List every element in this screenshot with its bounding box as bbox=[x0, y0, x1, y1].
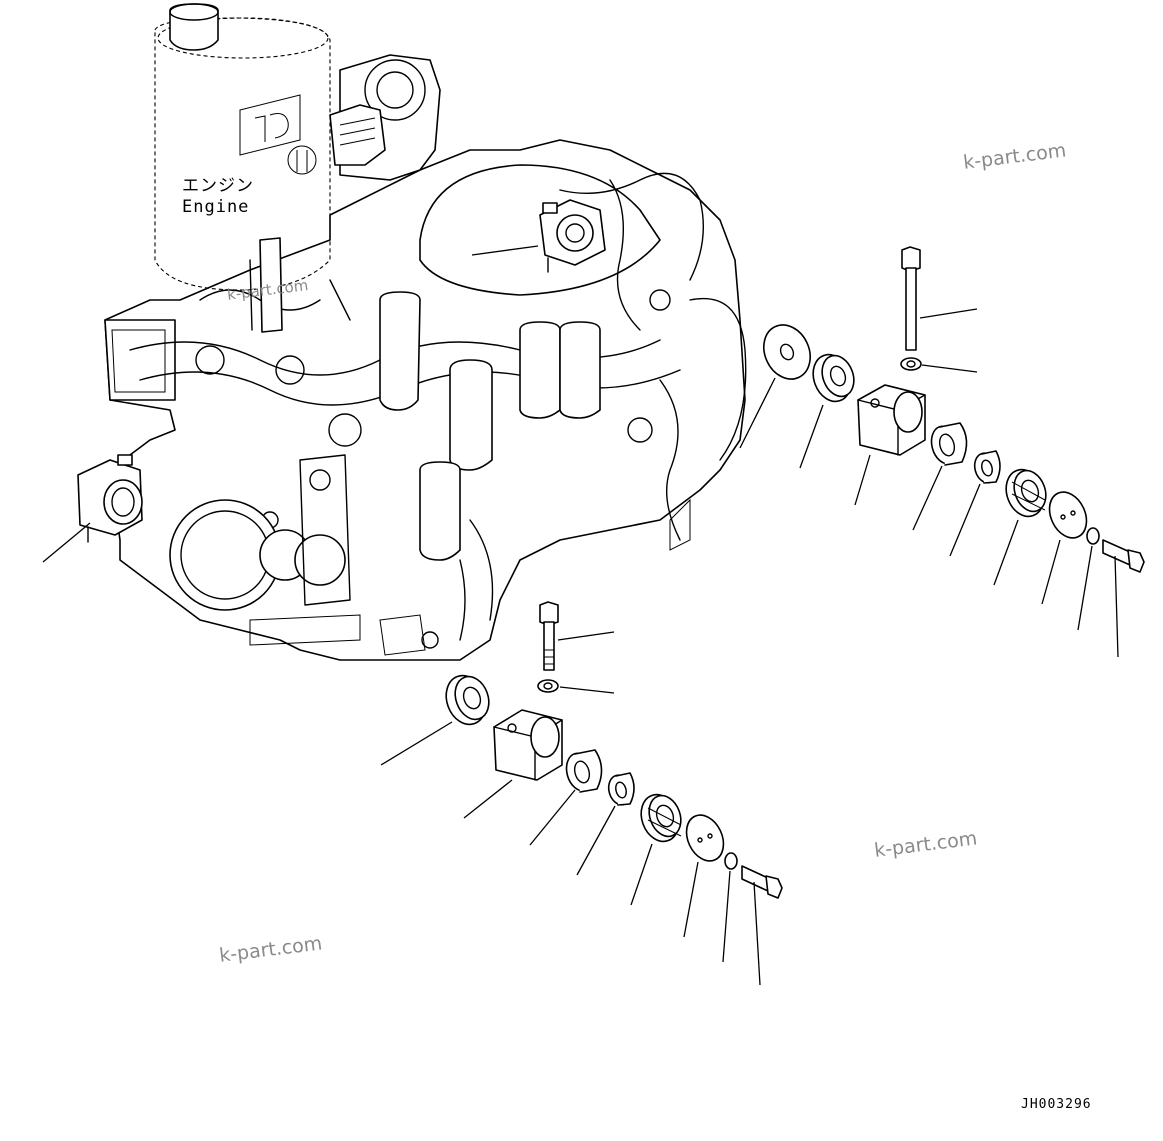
collar-rear-1 bbox=[930, 422, 968, 466]
engine-label-jp: エンジン bbox=[182, 176, 254, 196]
leader-front-mount bbox=[42, 522, 91, 563]
rear-mount-exploded-parts bbox=[739, 246, 1145, 658]
plate-front-lower bbox=[685, 814, 725, 862]
collar-front-2 bbox=[607, 772, 635, 806]
leader-rear-plate-lower bbox=[1041, 539, 1061, 605]
leader-rear-bolt-horizontal bbox=[1114, 555, 1119, 658]
leader-rear-washer-lower bbox=[1077, 545, 1093, 631]
washer-front-small bbox=[537, 679, 559, 693]
collar-rear-2 bbox=[973, 450, 1001, 484]
leader-top-mount bbox=[471, 245, 539, 256]
bolt-rear-horizontal bbox=[1102, 539, 1145, 573]
engine-label-en: Engine bbox=[182, 197, 250, 217]
leader-front-bolt bbox=[557, 631, 615, 641]
leader-rear-bolt bbox=[919, 308, 978, 319]
crank-pulley bbox=[169, 454, 351, 611]
cushion-rear-upper bbox=[812, 353, 855, 403]
leader-rear-washer bbox=[921, 364, 978, 373]
bolt-front-horizontal bbox=[741, 865, 783, 899]
leader-front-collar2 bbox=[576, 805, 616, 876]
bracket-front bbox=[493, 709, 563, 781]
top-mount-bracket bbox=[539, 199, 606, 273]
leader-rear-collar2 bbox=[949, 483, 981, 557]
filter-cylinders bbox=[259, 237, 601, 561]
plate-rear-lower bbox=[1048, 491, 1088, 539]
leader-front-washer-lower bbox=[722, 870, 731, 963]
front-left-mount bbox=[77, 454, 143, 543]
leader-front-plate bbox=[683, 861, 699, 938]
collar-front-1 bbox=[565, 749, 603, 793]
drawing-code: JH003296 bbox=[1021, 1097, 1092, 1112]
leader-front-bolt-horizontal bbox=[753, 881, 761, 986]
leader-front-cushion bbox=[380, 721, 453, 766]
bracket-rear bbox=[857, 384, 926, 456]
engine-assembly bbox=[104, 3, 747, 661]
bolt-rear-vertical bbox=[901, 246, 921, 351]
leader-front-bracket bbox=[463, 779, 513, 819]
plate-rear-washer bbox=[763, 324, 811, 380]
front-mount-exploded-parts bbox=[380, 601, 783, 986]
bolt-front-vertical bbox=[539, 601, 559, 671]
washer-rear-small bbox=[900, 357, 922, 371]
cushion-rear-lower bbox=[1005, 468, 1047, 518]
washer-front-lower bbox=[724, 852, 738, 870]
leader-rear-cushion-lower bbox=[993, 519, 1019, 586]
leader-front-washer bbox=[559, 686, 615, 694]
leader-front-cushion-lower bbox=[630, 843, 653, 906]
engine-label: エンジン Engine bbox=[182, 176, 254, 218]
leader-rear-plate bbox=[739, 377, 776, 449]
leader-front-collar1 bbox=[529, 789, 576, 846]
washer-rear-lower bbox=[1086, 527, 1100, 545]
cushion-front-lower bbox=[640, 793, 682, 843]
leader-rear-bracket bbox=[854, 454, 871, 506]
leader-rear-cushion bbox=[799, 404, 824, 469]
cushion-front-upper bbox=[445, 674, 490, 726]
leader-rear-collar1 bbox=[912, 465, 943, 531]
